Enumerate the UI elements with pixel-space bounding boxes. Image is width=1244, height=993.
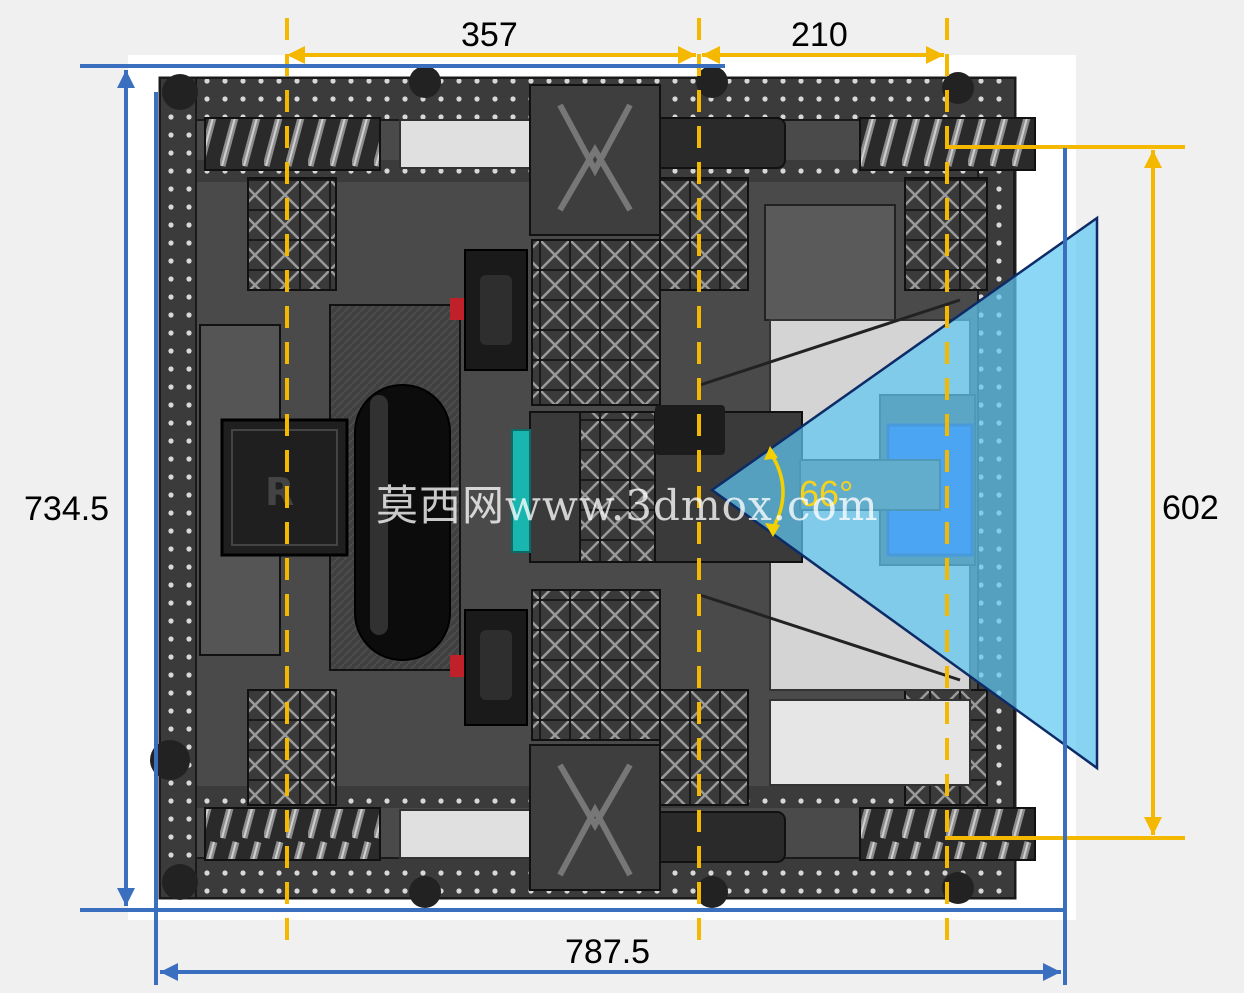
svg-text:R: R <box>265 470 294 514</box>
camera-fov-cone <box>709 215 1099 771</box>
dimension-label-bottom-width: 787.5 <box>565 933 651 971</box>
dimension-label-top-left: 357 <box>461 16 518 54</box>
angle-arc <box>768 451 785 531</box>
dimension-label-top-right: 210 <box>791 16 848 54</box>
wheel-front-left <box>204 117 381 171</box>
wheel-rear-left <box>204 807 381 861</box>
blue-dimensions <box>80 64 1067 985</box>
yellow-dimensions <box>285 18 1185 940</box>
camera-angle-label: 66° <box>799 473 854 514</box>
dimension-label-right-height: 602 <box>1162 489 1219 527</box>
battery-box <box>220 418 349 557</box>
dimension-label-left-height: 734.5 <box>24 490 110 528</box>
watermark: 莫西网www.3dmox.com <box>376 481 879 530</box>
controller-teal <box>511 429 531 553</box>
